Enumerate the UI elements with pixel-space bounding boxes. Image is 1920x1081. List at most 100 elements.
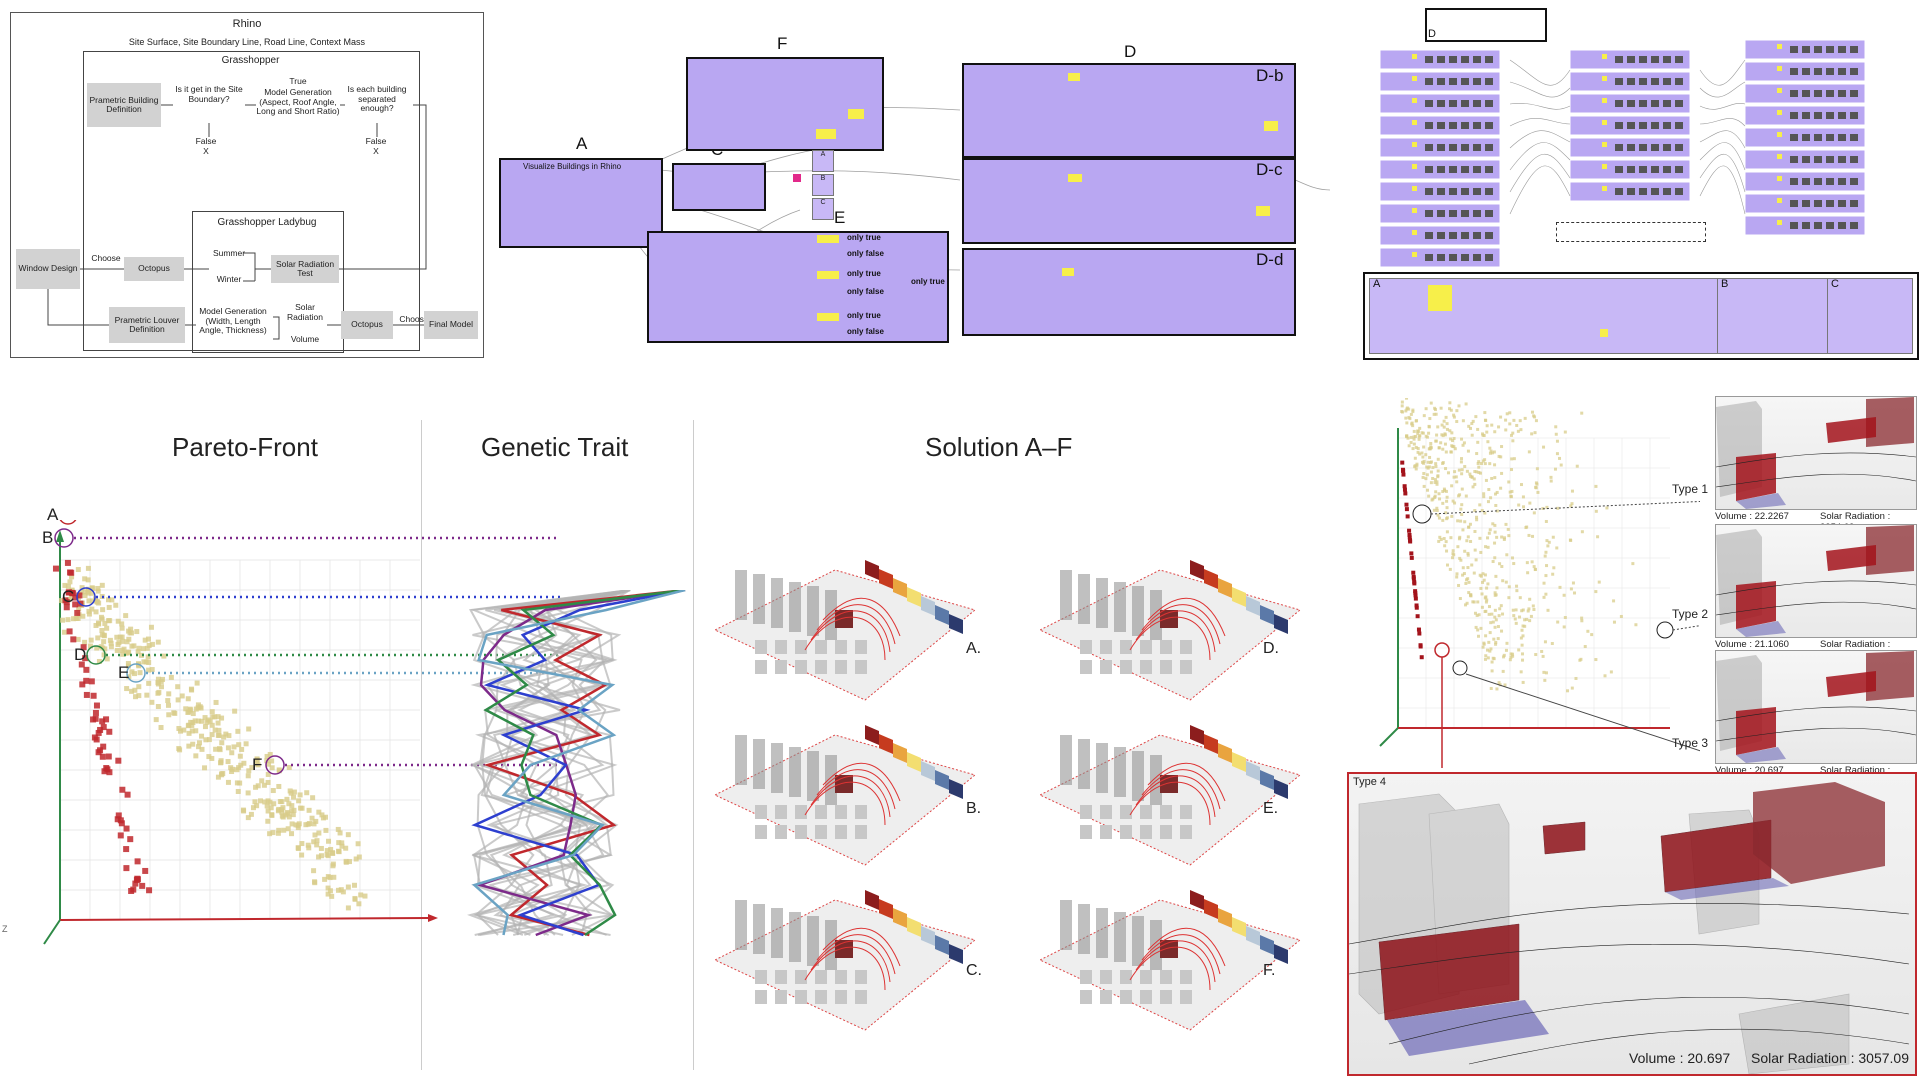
- ts-point: [1467, 591, 1471, 595]
- pareto-point: [245, 773, 251, 779]
- pareto-front-point: [123, 846, 130, 853]
- pareto-point: [312, 832, 318, 838]
- pareto-point: [269, 812, 275, 818]
- ts-point: [1493, 591, 1497, 595]
- ts-point: [1493, 530, 1497, 534]
- ts-point: [1430, 498, 1434, 502]
- ts-point: [1500, 471, 1504, 475]
- ts-point: [1517, 648, 1521, 652]
- pareto-point: [98, 644, 104, 650]
- pareto-point: [351, 882, 357, 888]
- pareto-point: [255, 762, 261, 768]
- ts-point: [1436, 469, 1440, 473]
- ts-point: [1415, 464, 1419, 468]
- ts-point: [1425, 435, 1429, 439]
- pareto-point: [75, 636, 81, 642]
- ts-point: [1409, 441, 1413, 445]
- ts-point: [1594, 590, 1598, 594]
- pareto-point: [58, 598, 64, 604]
- ts-point: [1418, 426, 1422, 430]
- pareto-point: [203, 737, 209, 743]
- gh-label-db: D-b: [1256, 66, 1284, 85]
- ts-point: [1497, 614, 1501, 618]
- pareto-point: [104, 656, 110, 662]
- pareto-point: [277, 799, 283, 805]
- pareto-z-axis: [43, 919, 61, 945]
- ts-point: [1468, 522, 1472, 526]
- ts-point: [1445, 530, 1449, 534]
- pareto-point: [215, 774, 221, 780]
- e-out-6: only false: [847, 327, 884, 336]
- pareto-point: [312, 879, 318, 885]
- pareto-point: [291, 794, 297, 800]
- solar-rad-text: Solar Radiation: [287, 302, 323, 322]
- pareto-point: [148, 624, 154, 630]
- detail-c: [1827, 278, 1913, 354]
- solution-label: C.: [966, 962, 982, 979]
- pareto-point: [213, 699, 219, 705]
- ts-point: [1443, 544, 1447, 548]
- gh-stack-block: [1744, 193, 1866, 214]
- detail-label-b: B: [1721, 278, 1729, 290]
- volume-text: Volume: [290, 334, 320, 344]
- pareto-point: [215, 714, 221, 720]
- ts-point: [1429, 481, 1433, 485]
- ts-point: [1452, 436, 1456, 440]
- ts-point: [1546, 544, 1550, 548]
- solution-label: A.: [966, 640, 982, 657]
- pareto-point: [144, 692, 150, 698]
- ts-point: [1543, 554, 1547, 558]
- gh-label-e: E: [834, 208, 846, 227]
- pareto-point: [116, 640, 122, 646]
- pareto-point: [319, 812, 325, 818]
- ts-point: [1459, 507, 1463, 511]
- pareto-point: [136, 693, 142, 699]
- ts-point: [1470, 475, 1474, 479]
- type-label-3: Type 3: [1672, 736, 1709, 750]
- ts-point: [1460, 437, 1464, 441]
- pareto-point: [324, 848, 330, 854]
- pareto-point: [325, 891, 331, 897]
- ts-circle-type2: [1656, 621, 1674, 639]
- ts-point: [1510, 468, 1514, 472]
- ts-point: [1545, 539, 1549, 543]
- pareto-point: [69, 574, 75, 580]
- ts-point: [1475, 452, 1479, 456]
- red-block-2: [1542, 821, 1586, 855]
- ts-point: [1494, 640, 1498, 644]
- pareto-point: [295, 845, 301, 851]
- ts-point: [1476, 628, 1480, 632]
- pareto-point: [316, 854, 322, 860]
- ts-point: [1488, 649, 1492, 653]
- pareto-point: [202, 765, 208, 771]
- ts-point: [1462, 572, 1466, 576]
- pareto-point: [155, 690, 161, 696]
- pareto-point: [265, 779, 271, 785]
- pareto-point: [352, 895, 358, 901]
- ts-point: [1444, 450, 1448, 454]
- gh-stack-block: [1744, 40, 1866, 60]
- pareto-point: [155, 676, 161, 682]
- pareto-point: [219, 740, 225, 746]
- pareto-point: [149, 699, 155, 705]
- pareto-point: [289, 831, 295, 837]
- ts-point: [1444, 511, 1448, 515]
- gh-stack-block: [1569, 181, 1691, 202]
- ts-point: [1478, 536, 1482, 540]
- pareto-point: [219, 771, 225, 777]
- pareto-front-point: [66, 589, 73, 596]
- pareto-point: [204, 719, 210, 725]
- ts-point: [1605, 506, 1609, 510]
- pareto-point: [158, 725, 164, 731]
- ts-front-point: [1407, 528, 1412, 533]
- ts-point: [1441, 490, 1445, 494]
- ts-point: [1487, 612, 1491, 616]
- ts-point: [1414, 445, 1418, 449]
- pareto-point: [95, 635, 101, 641]
- ts-point: [1424, 477, 1428, 481]
- pareto-point: [196, 740, 202, 746]
- gh-stack-block: [1569, 115, 1691, 136]
- pareto-front-point: [106, 728, 113, 735]
- ts-point: [1463, 465, 1467, 469]
- pareto-point: [124, 686, 130, 692]
